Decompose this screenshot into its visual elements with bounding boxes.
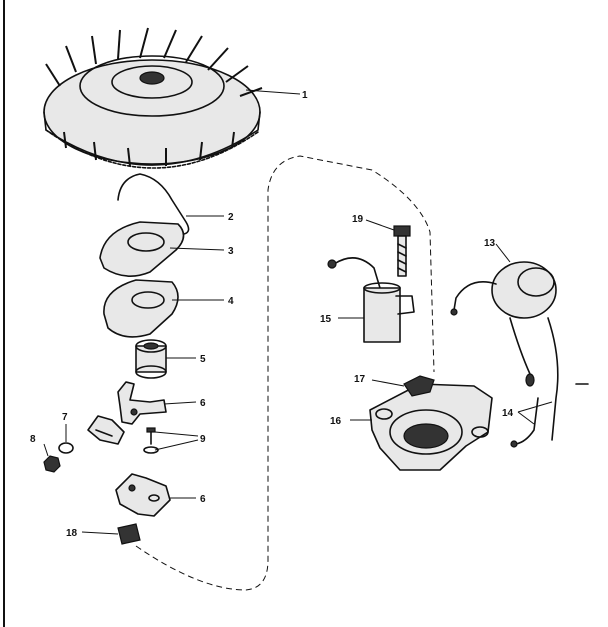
callout-9: 9 <box>200 434 206 445</box>
flywheel-fins <box>45 27 263 167</box>
breaker-plate <box>115 473 171 517</box>
callout-3: 3 <box>228 246 234 257</box>
callout-19: 19 <box>352 214 364 225</box>
callout-5: 5 <box>200 354 206 365</box>
callout-4: 4 <box>228 296 234 307</box>
assembly-boundary <box>135 155 435 591</box>
callout-17: 17 <box>354 374 366 385</box>
spring-clip <box>117 173 190 235</box>
felt-pad <box>117 523 141 545</box>
washer <box>58 442 74 454</box>
callout-14: 14 <box>502 408 514 419</box>
callout-7: 7 <box>62 412 68 423</box>
callout-13: 13 <box>484 238 496 249</box>
ignition-coil <box>450 261 589 448</box>
hex-nut <box>43 455 61 473</box>
mount-screw <box>393 225 411 277</box>
callout-16: 16 <box>330 416 342 427</box>
callout-15: 15 <box>320 314 332 325</box>
callout-1: 1 <box>302 90 308 101</box>
leader-lines <box>43 89 553 535</box>
gasket <box>103 279 179 338</box>
cam-sleeve <box>135 339 167 379</box>
breaker-arm <box>117 381 167 425</box>
callouts: 1 2 3 4 5 6 7 8 9 6 18 19 13 15 17 16 14 <box>30 90 514 539</box>
callout-18: 18 <box>66 528 78 539</box>
stator-plate <box>369 383 493 471</box>
shield-plate <box>99 221 185 277</box>
callout-8: 8 <box>30 434 36 445</box>
lead-clip <box>403 375 435 397</box>
callout-2: 2 <box>228 212 234 223</box>
flywheel <box>43 27 263 169</box>
callout-6-lower: 6 <box>200 494 206 505</box>
screw-washer <box>143 427 159 454</box>
callout-6-upper: 6 <box>200 398 206 409</box>
breaker-bracket <box>87 415 125 445</box>
condenser <box>327 257 415 343</box>
